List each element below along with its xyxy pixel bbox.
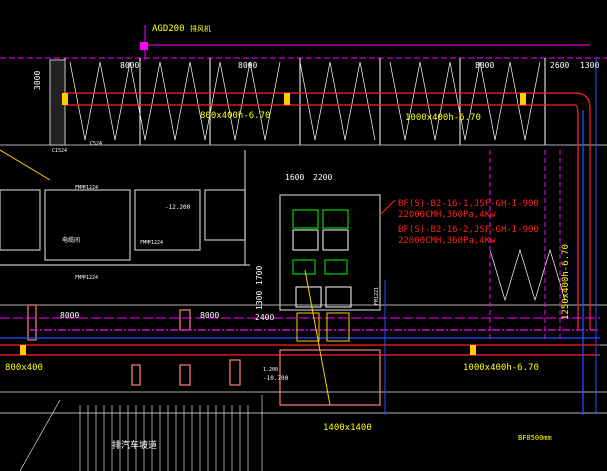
dim-2400: 2400	[255, 313, 274, 322]
dim-2200: 2200	[313, 173, 332, 182]
duct-top	[0, 92, 600, 356]
ramp-hatch	[19, 395, 263, 471]
bf-line4: 22000CMH,360Pa,4Kw	[398, 236, 496, 246]
leader-line-2	[304, 269, 331, 406]
duct-800x400-bot: 800x400	[5, 363, 43, 373]
ago-marker	[140, 42, 148, 50]
bf-line1: BF(S)-B2-16-1,JSF-GH-I-900	[398, 199, 539, 209]
leader-line	[0, 149, 51, 181]
elev-12: -12.200	[165, 204, 191, 211]
parking-label: 排汽车坡道	[112, 439, 157, 451]
c524: C524	[90, 141, 102, 147]
fan-units	[292, 209, 352, 342]
duct-1000x400-bot: 1000x400h-6.70	[463, 363, 539, 373]
elev-10: -10.700	[263, 375, 289, 382]
dim-8000-b: 8000	[238, 61, 257, 70]
fm1224-a: FM甲1224	[75, 185, 98, 191]
dim-1600: 1600	[285, 173, 304, 182]
dim-1300-v: 1300	[255, 291, 264, 310]
duct-1250x400: 1250x400h-6.70	[561, 244, 571, 320]
pipes	[0, 25, 600, 415]
room-left: 电缆间	[62, 236, 80, 244]
zigzag-hatch	[69, 61, 566, 302]
dim-8000-d: 8000	[60, 311, 79, 320]
duct-1400: 1400x1400	[323, 423, 372, 433]
dim-2600: 2600	[550, 61, 569, 70]
duct-fittings	[20, 93, 526, 355]
dim-8000-c: 8000	[475, 61, 494, 70]
ago-label: AGD200	[152, 24, 185, 34]
bf-line3: BF(S)-B2-16-2,JSF-GH-I-900	[398, 225, 539, 235]
leader-line-3	[379, 199, 396, 216]
duct-1000x400-top: 1000x400h-6.70	[405, 113, 481, 123]
ago-sub: 排风机	[190, 24, 211, 33]
walls	[0, 59, 381, 311]
fm1221: FM1221	[374, 287, 380, 305]
dim-8000-a: 8000	[120, 61, 139, 70]
bf-line2: 22000CMH,360Pa,4Kw	[398, 210, 496, 220]
c1524: C1524	[52, 148, 67, 154]
dim-3000: 3000	[33, 71, 42, 90]
elev-small: 1.200	[263, 367, 278, 373]
dim-1700: 1700	[255, 266, 264, 285]
dim-1300: 1300	[580, 61, 599, 70]
fm1224-b: FM甲1224	[75, 275, 98, 281]
dim-8000-e: 8000	[200, 311, 219, 320]
fm1224-c: FM甲1224	[140, 240, 163, 246]
note-bottom-right: BF8500mm	[518, 434, 552, 442]
structural-grid	[0, 57, 607, 414]
duct-800x400-top: 800x400h-6.70	[200, 111, 270, 121]
